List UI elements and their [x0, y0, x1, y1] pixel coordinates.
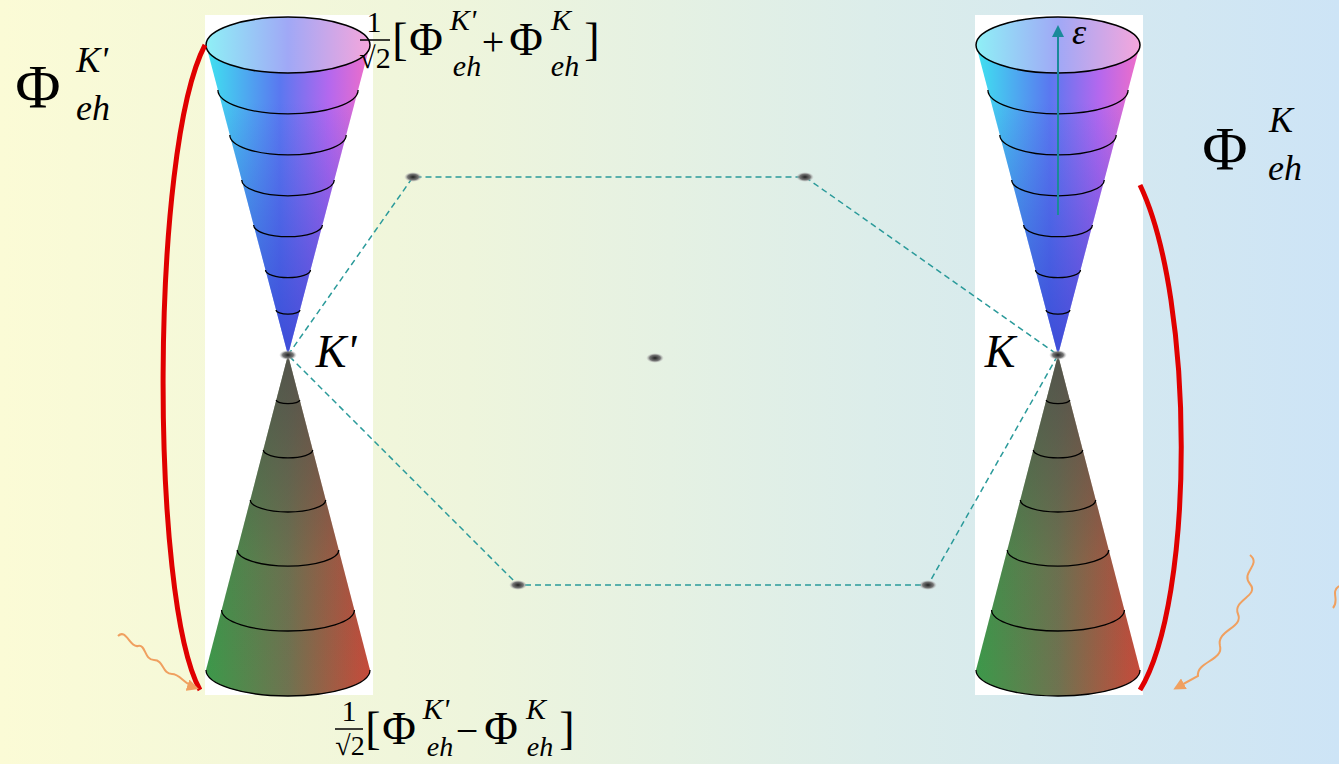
- energy-label: ε: [1072, 14, 1086, 50]
- wavefunction-symbol: Φ: [509, 17, 543, 63]
- pair-subscript: eh: [453, 51, 481, 81]
- wavefunction-symbol: Φ: [382, 706, 416, 752]
- fraction-numerator: 1: [367, 7, 382, 37]
- zone-points: [279, 172, 1067, 590]
- zone-point: [279, 350, 297, 360]
- wavefunction-symbol: Φ: [409, 17, 443, 63]
- valley-superscript: K: [526, 694, 546, 724]
- pair-subscript: eh: [527, 733, 553, 761]
- valley-superscript: K': [76, 42, 108, 78]
- operator-sign: +: [482, 22, 505, 62]
- valley-label: K': [316, 329, 357, 375]
- operator-sign: −: [456, 711, 479, 751]
- fraction-denominator: √2: [359, 43, 390, 73]
- bracket: [: [365, 706, 380, 752]
- wavefunction-symbol: Φ: [15, 55, 60, 117]
- bracket: ]: [584, 17, 599, 63]
- zone-point: [509, 580, 527, 590]
- photon-arrow: [1176, 555, 1254, 688]
- wavefunction-symbol: Φ: [1202, 117, 1247, 179]
- zone-point: [919, 580, 937, 590]
- fraction-bar: [335, 728, 363, 730]
- fraction-numerator: 1: [342, 696, 357, 726]
- red-bracket: [1140, 185, 1181, 690]
- fraction-bar: [360, 39, 390, 41]
- photon-arrow: [1333, 586, 1339, 608]
- valley-superscript: K: [1269, 102, 1293, 138]
- zone-point: [646, 353, 664, 363]
- fraction-denominator: √2: [335, 732, 364, 760]
- zone-point: [796, 172, 814, 182]
- zone-point: [1049, 350, 1067, 360]
- bracket: ]: [559, 706, 574, 752]
- valley-superscript: K': [450, 5, 476, 35]
- dirac-cone: [205, 15, 373, 696]
- valley-label: K: [985, 329, 1016, 375]
- pair-subscript: eh: [427, 733, 453, 761]
- valley-superscript: K: [551, 5, 571, 35]
- photon-arrow: [118, 634, 196, 688]
- pair-subscript: eh: [551, 51, 579, 81]
- energy-axis: [1057, 28, 1059, 215]
- wavefunction-symbol: Φ: [484, 706, 518, 752]
- dirac-cone: [975, 15, 1143, 696]
- zone-point: [404, 172, 422, 182]
- pair-subscript: eh: [1268, 150, 1302, 186]
- bracket: [: [392, 17, 407, 63]
- valley-superscript: K': [423, 694, 449, 724]
- brillouin-zone: [288, 177, 1058, 585]
- red-bracket: [163, 45, 205, 690]
- pair-subscript: eh: [76, 90, 110, 126]
